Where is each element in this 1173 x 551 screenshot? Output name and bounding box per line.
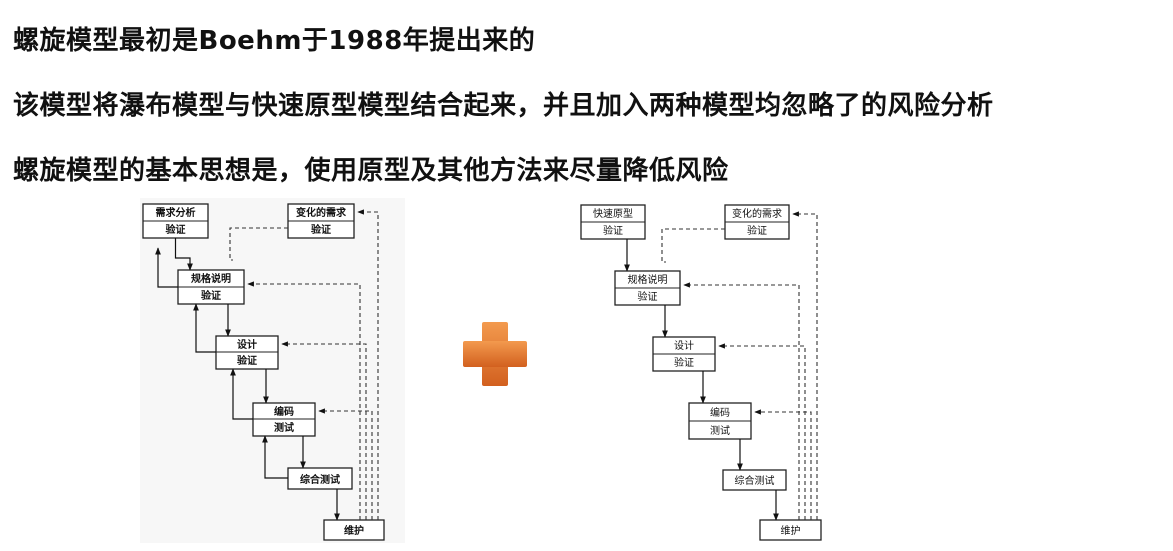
left-box-changing-requirements: 变化的需求 验证 bbox=[287, 203, 355, 239]
left-diagram-background bbox=[140, 198, 405, 543]
right-box-rapid-prototype-top: 快速原型 bbox=[593, 207, 633, 220]
right-box-design-top: 设计 bbox=[674, 339, 694, 352]
right-box-rapid-prototype: 快速原型 验证 bbox=[580, 204, 646, 240]
left-box-requirements-top: 需求分析 bbox=[156, 206, 196, 219]
text-line-1: 螺旋模型最初是Boehm于1988年提出来的 bbox=[13, 26, 536, 56]
left-box-integration-test: 综合测试 bbox=[287, 467, 353, 490]
left-box-design-bottom: 验证 bbox=[237, 354, 257, 367]
left-box-requirements-bottom: 验证 bbox=[166, 223, 186, 236]
right-box-coding-bottom: 测试 bbox=[710, 424, 730, 437]
right-box-design: 设计 验证 bbox=[652, 336, 716, 372]
text-line-3: 螺旋模型的基本思想是，使用原型及其他方法来尽量降低风险 bbox=[13, 156, 729, 186]
left-box-design: 设计 验证 bbox=[215, 335, 279, 370]
left-box-maintenance: 维护 bbox=[323, 519, 385, 541]
text-line-2: 该模型将瀑布模型与快速原型模型结合起来，并且加入两种模型均忽略了的风险分析 bbox=[13, 91, 994, 121]
right-box-coding-top: 编码 bbox=[710, 406, 730, 419]
right-box-changing-requirements-bottom: 验证 bbox=[747, 224, 767, 237]
right-box-integration-test-label: 综合测试 bbox=[735, 474, 775, 487]
right-box-changing-requirements: 变化的需求 验证 bbox=[724, 204, 790, 240]
right-box-maintenance-label: 维护 bbox=[781, 524, 801, 537]
plus-icon bbox=[463, 322, 527, 386]
left-box-coding-bottom: 测试 bbox=[274, 421, 294, 434]
left-box-changing-requirements-top: 变化的需求 bbox=[296, 206, 347, 219]
right-box-changing-requirements-top: 变化的需求 bbox=[732, 207, 782, 220]
left-box-changing-requirements-bottom: 验证 bbox=[311, 223, 331, 236]
right-box-specification: 规格说明 验证 bbox=[614, 270, 681, 306]
left-box-maintenance-label: 维护 bbox=[344, 524, 364, 537]
left-box-coding-top: 编码 bbox=[274, 405, 294, 418]
right-box-integration-test: 综合测试 bbox=[722, 469, 787, 491]
left-box-specification-top: 规格说明 bbox=[191, 272, 231, 285]
right-box-specification-bottom: 验证 bbox=[638, 290, 658, 303]
left-box-design-top: 设计 bbox=[237, 338, 257, 351]
left-box-coding: 编码 测试 bbox=[252, 402, 316, 437]
right-box-maintenance: 维护 bbox=[759, 519, 822, 541]
left-box-requirements: 需求分析 验证 bbox=[142, 203, 209, 239]
right-rapid-prototype-diagram: 快速原型 验证 变化的需求 验证 规格说明 验证 设计 验证 编码 bbox=[580, 204, 822, 541]
right-box-design-bottom: 验证 bbox=[674, 356, 694, 369]
right-box-coding: 编码 测试 bbox=[688, 402, 752, 440]
left-waterfall-diagram: 需求分析 验证 变化的需求 验证 规格说明 验证 设计 验证 编码 bbox=[140, 198, 405, 543]
right-box-rapid-prototype-bottom: 验证 bbox=[603, 224, 623, 237]
left-box-specification: 规格说明 验证 bbox=[177, 269, 245, 305]
left-box-specification-bottom: 验证 bbox=[201, 289, 221, 302]
right-box-specification-top: 规格说明 bbox=[628, 273, 668, 286]
left-box-integration-test-label: 综合测试 bbox=[300, 473, 340, 486]
